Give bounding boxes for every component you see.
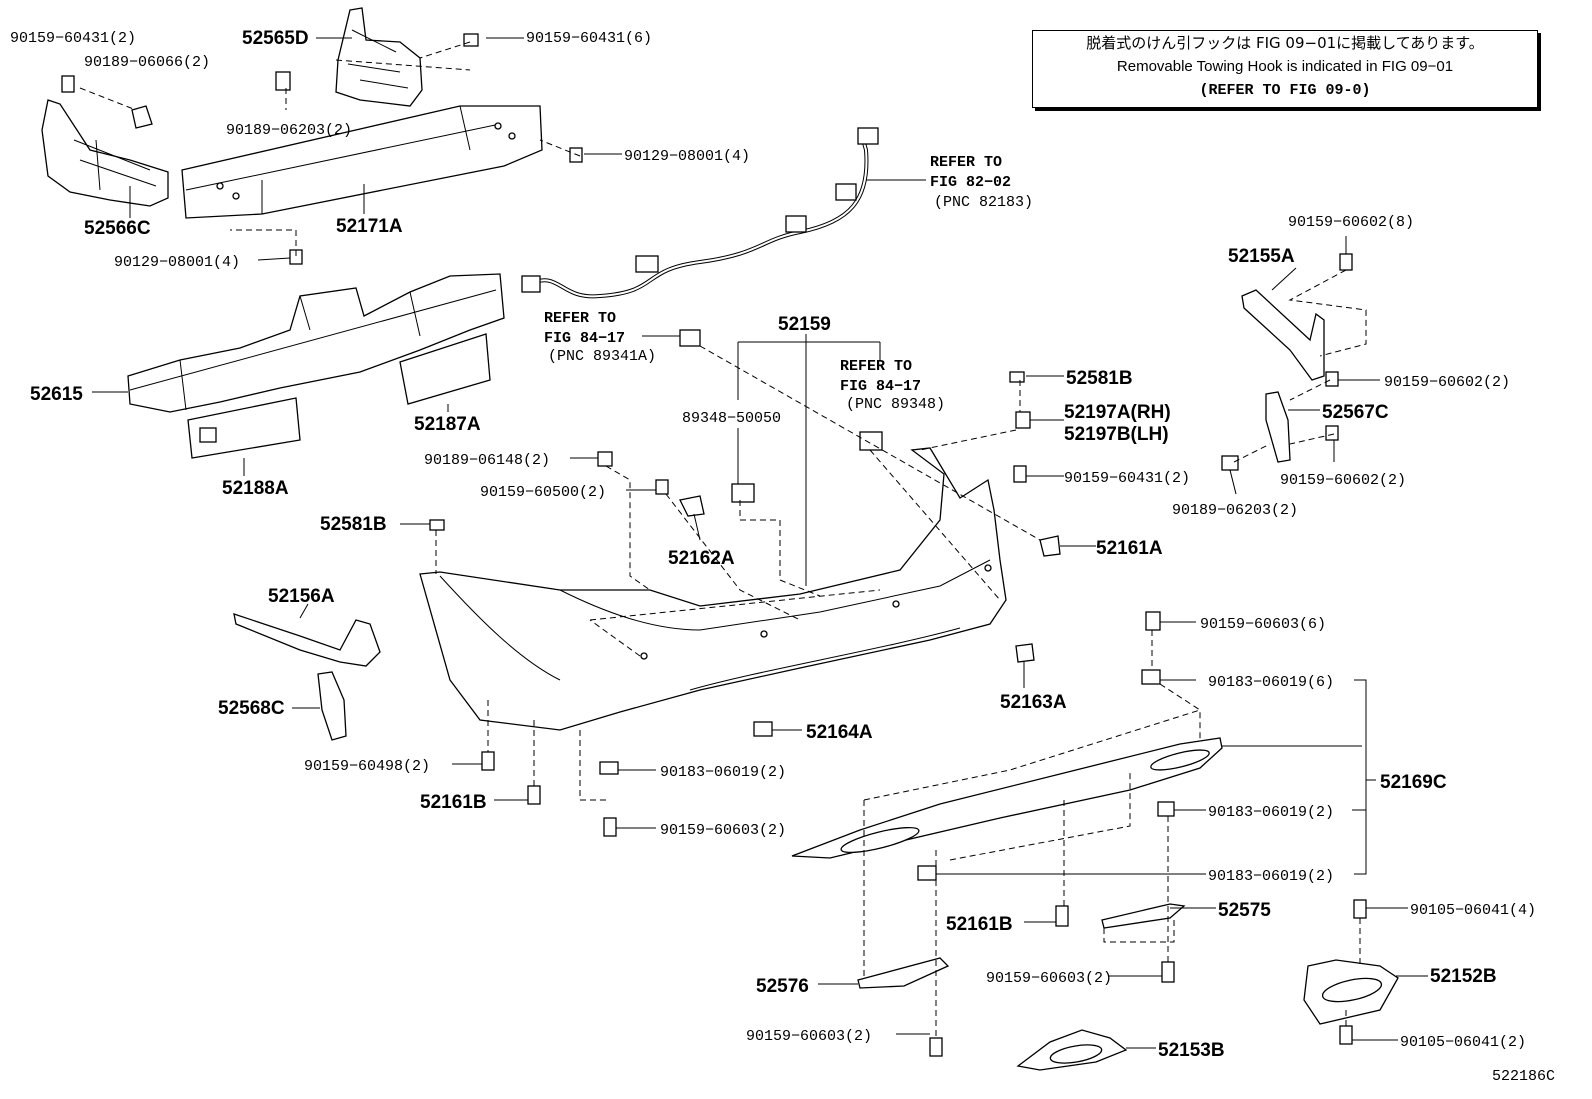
refer-wire-harness[interactable]: REFER TO FIG 82−02 (PNC 82183) [930,154,1033,211]
label-52581b-a: 52581B [1066,368,1133,389]
label-52188a: 52188A [222,478,289,499]
svg-text:(PNC 89341A): (PNC 89341A) [548,348,656,365]
label-52171a: 52171A [336,216,403,237]
label-52187a: 52187A [414,414,481,435]
label-90159-60603-d: 90159−60603(2) [746,1028,872,1045]
part-52567c[interactable] [1265,391,1291,463]
part-labels: 90159−60431(2) 52565D 90159−60431(6) 901… [10,28,1555,1085]
label-90189-06203-a: 90189−06203(2) [226,122,352,139]
note-english: Removable Towing Hook is indicated in FI… [1116,58,1454,75]
part-wire-harness[interactable] [521,127,879,299]
label-90159-60431-c: 90159−60431(2) [1064,470,1190,487]
label-90159-60500: 90159−60500(2) [480,484,606,501]
label-52169c: 52169C [1380,772,1447,793]
label-90159-60498: 90159−60498(2) [304,758,430,775]
svg-text:FIG 82−02: FIG 82−02 [930,174,1011,191]
label-90183-06019-d: 90183−06019(2) [1208,868,1334,885]
svg-text:REFER TO: REFER TO [930,154,1002,171]
label-52156a: 52156A [268,586,335,607]
label-90183-06019-a: 90183−06019(6) [1208,674,1334,691]
label-52152b: 52152B [1430,966,1497,987]
part-52155a[interactable] [1241,289,1325,381]
part-52156a[interactable] [233,613,381,667]
label-90159-60602-a: 90159−60602(8) [1288,214,1414,231]
label-52164a: 52164A [806,722,873,743]
part-52159-bumper-cover[interactable] [419,447,1007,731]
label-52567c: 52567C [1322,402,1389,423]
label-90159-60431-b: 90159−60431(6) [526,30,652,47]
label-52197b: 52197B(LH) [1064,424,1169,445]
label-90159-60602-b: 90159−60602(2) [1384,374,1510,391]
svg-text:(PNC 89348): (PNC 89348) [846,396,945,413]
part-52187a[interactable] [399,333,491,405]
svg-text:(PNC 82183): (PNC 82183) [934,194,1033,211]
svg-text:FIG 84−17: FIG 84−17 [544,330,625,347]
part-52568c[interactable] [317,671,347,741]
label-90189-06066: 90189−06066(2) [84,54,210,71]
label-89348-50050: 89348−50050 [682,410,781,427]
label-52155a: 52155A [1228,246,1295,267]
svg-text:FIG 84−17: FIG 84−17 [840,378,921,395]
note-refer: (REFER TO FIG 09-0) [1199,82,1371,99]
label-52565d: 52565D [242,28,309,49]
figure-id: 522186C [1492,1068,1555,1085]
label-52163a: 52163A [1000,692,1067,713]
label-90189-06203-b: 90189−06203(2) [1172,502,1298,519]
fasteners [61,33,1367,1057]
assembly-dashed-lines [79,41,1367,1038]
note-box: 脱着式のけん引フックは FIG 09−01に掲載してあります。 Removabl… [1032,30,1538,108]
part-52566c[interactable] [41,99,169,207]
svg-text:REFER TO: REFER TO [840,358,912,375]
label-90159-60603-b: 90159−60603(2) [660,822,786,839]
part-52575[interactable] [1101,903,1186,929]
label-90183-06019-b: 90183−06019(2) [660,764,786,781]
label-90159-60603-a: 90159−60603(6) [1200,616,1326,633]
label-52576: 52576 [756,976,809,997]
label-52575: 52575 [1218,900,1271,921]
label-52161a: 52161A [1096,538,1163,559]
label-52568c: 52568C [218,698,285,719]
part-52152b[interactable] [1303,959,1399,1025]
label-52159: 52159 [778,314,831,335]
label-52197a: 52197A(RH) [1064,402,1171,423]
label-90129-08001-b: 90129−08001(4) [114,254,240,271]
label-90159-60602-c: 90159−60602(2) [1280,472,1406,489]
part-52171a[interactable] [181,105,543,219]
label-52161b-b: 52161B [946,914,1013,935]
label-52615: 52615 [30,384,83,405]
part-52169c[interactable] [791,737,1223,859]
label-52566c: 52566C [84,218,151,239]
leader-lines [92,37,1428,1049]
label-52161b-a: 52161B [420,792,487,813]
label-90159-60603-c: 90159−60603(2) [986,970,1112,987]
part-52188a[interactable] [187,397,301,459]
label-52153b: 52153B [1158,1040,1225,1061]
label-90189-06148: 90189−06148(2) [424,452,550,469]
part-52615[interactable] [127,273,505,413]
label-90105-06041-a: 90105−06041(4) [1410,902,1536,919]
svg-text:REFER TO: REFER TO [544,310,616,327]
label-52581b-b: 52581B [320,514,387,535]
label-90105-06041-b: 90105−06041(2) [1400,1034,1526,1051]
label-90183-06019-c: 90183−06019(2) [1208,804,1334,821]
note-japanese: 脱着式のけん引フックは FIG 09−01に掲載してあります。 [1086,34,1484,52]
label-90129-08001-a: 90129−08001(4) [624,148,750,165]
refer-sensor-89348[interactable]: REFER TO FIG 84−17 (PNC 89348) [840,358,945,413]
part-52576[interactable] [857,957,950,989]
part-52153b[interactable] [1016,1029,1128,1071]
label-90159-60431-a: 90159−60431(2) [10,30,136,47]
part-52565d[interactable] [335,7,423,107]
refer-sensor-89341a[interactable]: REFER TO FIG 84−17 (PNC 89341A) [544,310,656,365]
label-52162a: 52162A [668,548,735,569]
